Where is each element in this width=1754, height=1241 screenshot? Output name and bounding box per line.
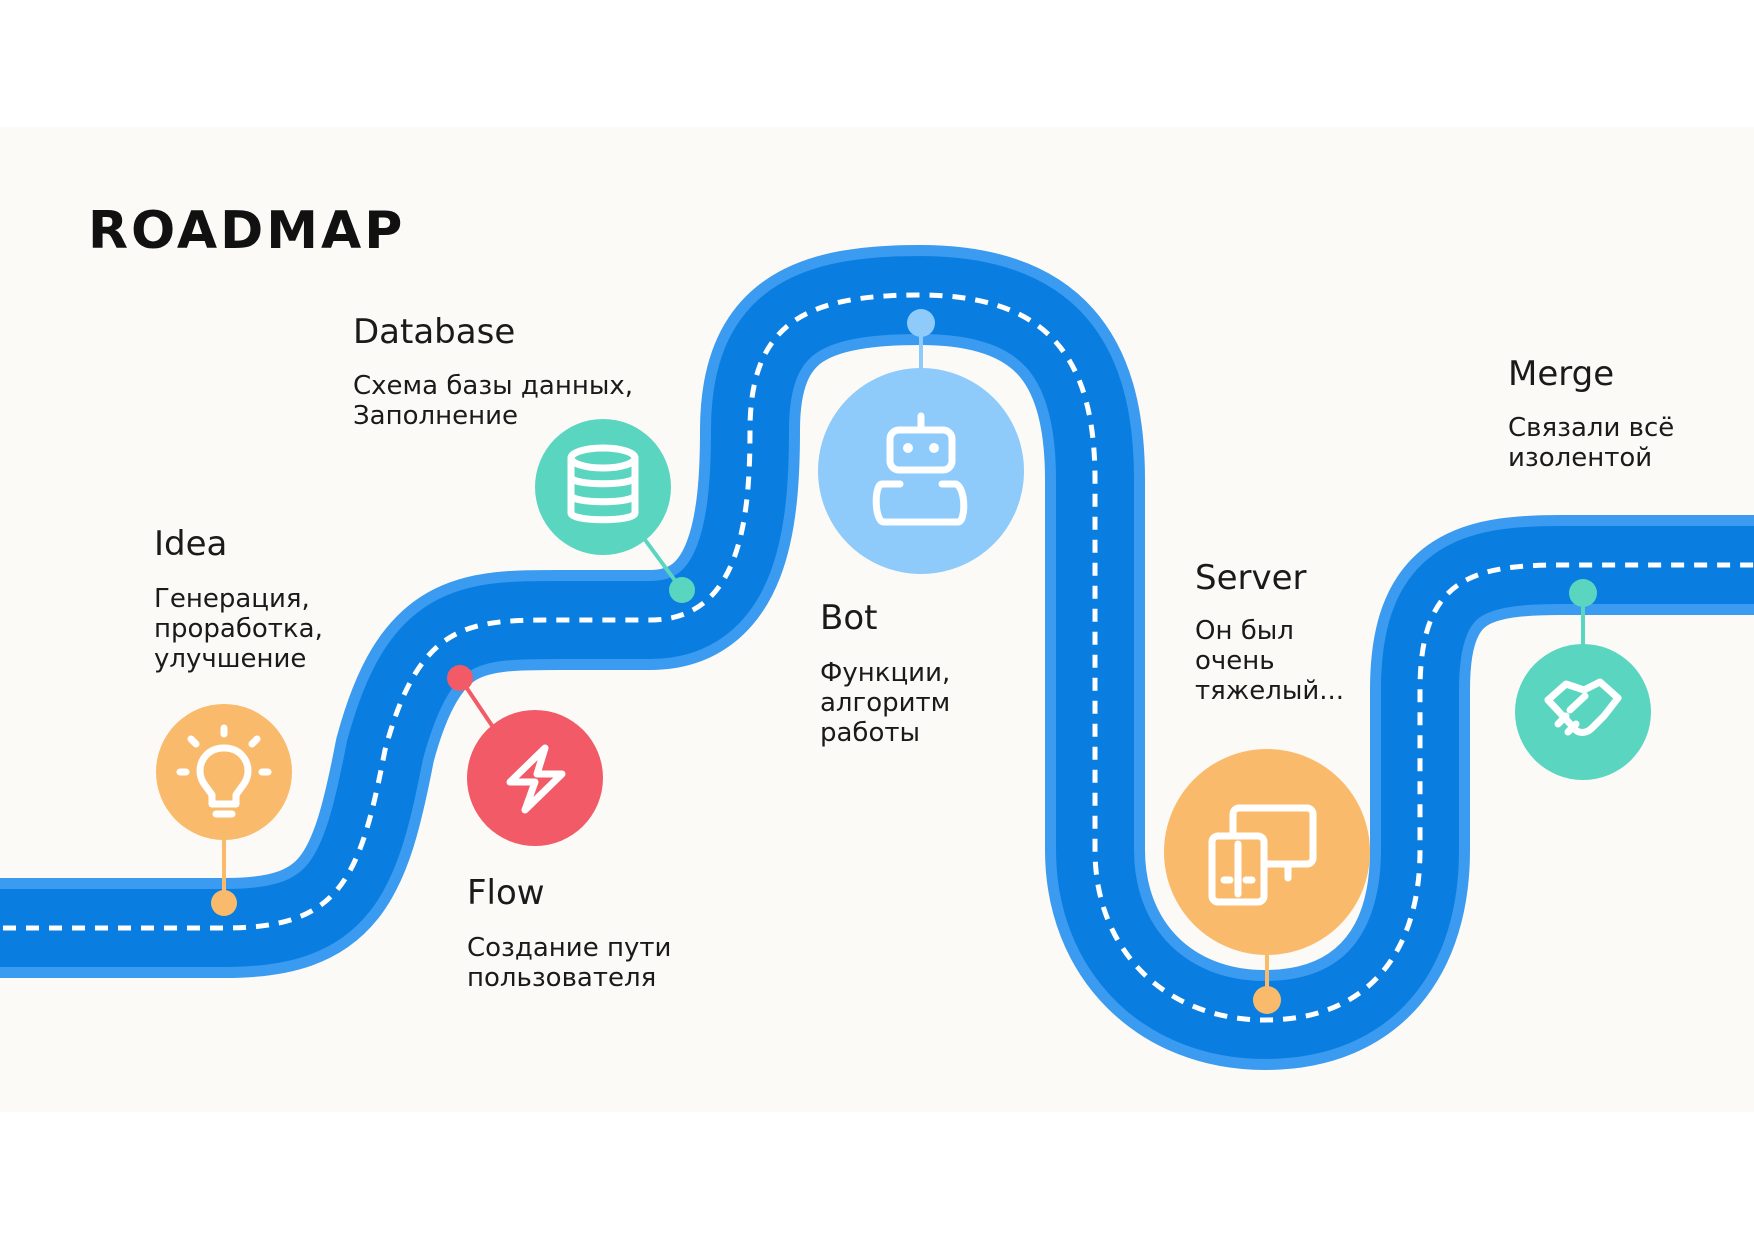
merge-desc-line-1: Связали всё	[1508, 413, 1674, 443]
flow-title: Flow	[467, 873, 545, 913]
database-marker-dot	[669, 577, 695, 603]
server-desc-line-3: тяжелый...	[1195, 676, 1344, 706]
step-merge: Merge Связали всё изолентой	[1508, 354, 1674, 780]
road-center-line	[0, 292, 1754, 1023]
lightbulb-icon	[176, 724, 272, 818]
bot-desc-line-3: работы	[820, 718, 920, 748]
idea-marker-dot	[211, 890, 237, 916]
server-desc-line-1: Он был	[1195, 616, 1294, 646]
step-flow: Flow Создание пути пользователя	[447, 665, 671, 993]
page-title: ROADMAP	[88, 201, 405, 261]
flow-desc-line-2: пользователя	[467, 963, 656, 993]
idea-desc-line-3: улучшение	[154, 644, 306, 674]
handshake-icon	[1544, 678, 1622, 736]
robot-icon	[872, 412, 968, 526]
idea-desc-line-2: проработка,	[154, 614, 323, 644]
flow-circle	[467, 710, 603, 846]
database-desc-line-1: Схема базы данных,	[353, 371, 633, 401]
bot-desc-line-1: Функции,	[820, 658, 950, 688]
bot-marker-dot	[907, 309, 935, 337]
database-icon	[567, 444, 639, 524]
bot-desc-line-2: алгоритм	[820, 688, 950, 718]
merge-title: Merge	[1508, 354, 1614, 394]
flow-marker-dot	[447, 665, 473, 691]
lightning-bolt-icon	[506, 744, 566, 814]
step-server: Server Он был очень тяжелый...	[1164, 558, 1370, 1014]
idea-title: Idea	[154, 524, 227, 564]
server-desc-line-2: очень	[1195, 646, 1275, 676]
merge-marker-dot	[1569, 579, 1597, 607]
server-marker-dot	[1253, 986, 1281, 1014]
idea-circle	[156, 704, 292, 840]
server-title: Server	[1195, 558, 1307, 598]
merge-desc-line-2: изолентой	[1508, 443, 1652, 473]
bot-title: Bot	[820, 598, 877, 638]
idea-desc-line-1: Генерация,	[154, 584, 310, 614]
step-bot: Bot Функции, алгоритм работы	[818, 309, 1024, 748]
step-idea: Idea Генерация, проработка, улучшение	[154, 524, 323, 916]
merge-circle	[1515, 644, 1651, 780]
step-database: Database Схема базы данных, Заполнение	[353, 312, 695, 603]
flow-desc-line-1: Создание пути	[467, 933, 671, 963]
road	[0, 245, 1754, 1070]
database-title: Database	[353, 312, 515, 352]
devices-icon	[1208, 804, 1317, 906]
database-desc-line-2: Заполнение	[353, 401, 518, 431]
